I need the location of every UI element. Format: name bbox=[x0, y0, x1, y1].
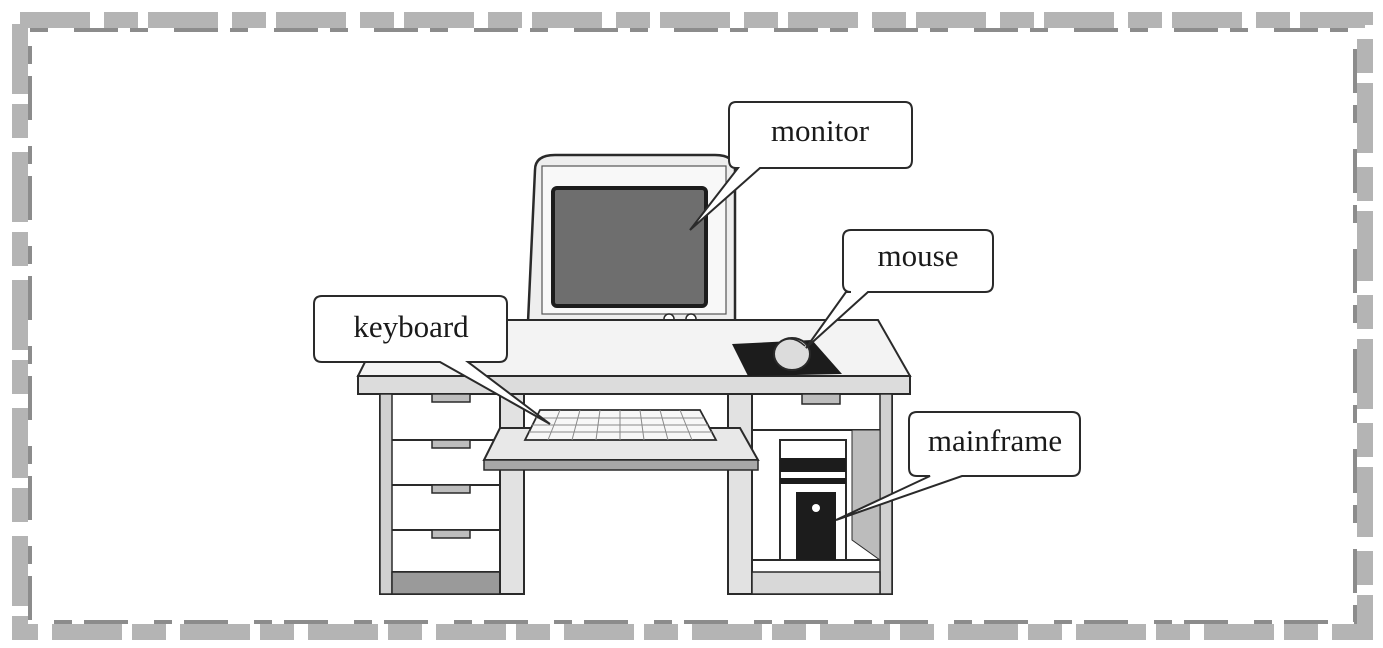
mainframe-illustration bbox=[780, 440, 846, 560]
keyboard-illustration bbox=[484, 410, 758, 470]
mouse-label: mouse bbox=[878, 238, 959, 273]
mainframe-label: mainframe bbox=[928, 423, 1062, 458]
monitor-label: monitor bbox=[771, 113, 870, 148]
keyboard-label: keyboard bbox=[353, 309, 469, 344]
